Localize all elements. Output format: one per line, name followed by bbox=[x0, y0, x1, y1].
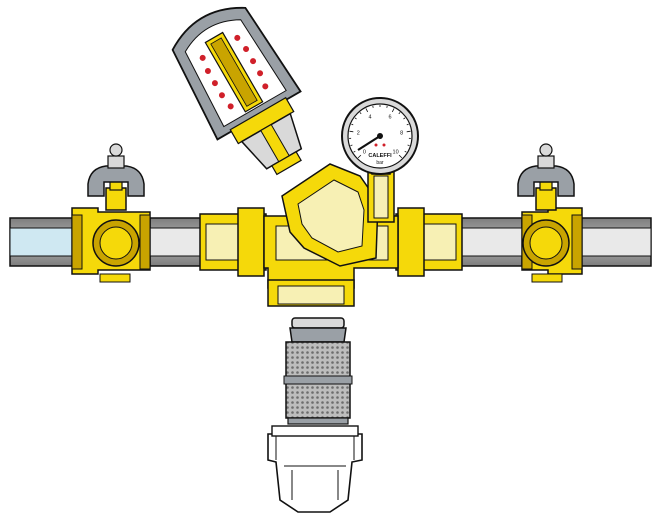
gauge-tick bbox=[398, 112, 401, 115]
gauge-tick bbox=[350, 144, 353, 146]
gauge-brand: CALEFFI bbox=[368, 153, 392, 159]
reducer-cartridge bbox=[171, 6, 303, 176]
pressure-reducer-body bbox=[199, 163, 463, 307]
gauge-tick bbox=[391, 108, 395, 113]
filter-bowl bbox=[267, 425, 363, 513]
gauge-needle bbox=[357, 135, 381, 151]
cartridge-spring bbox=[199, 31, 269, 113]
gauge-unit: bar bbox=[376, 160, 384, 166]
gauge-tick bbox=[353, 150, 356, 153]
gauge-tick bbox=[398, 154, 403, 159]
right-connecting-pipe bbox=[459, 217, 523, 267]
gauge-tick bbox=[406, 123, 409, 126]
gauge-tick bbox=[351, 123, 354, 126]
gauge-scale-label: 2 bbox=[357, 131, 360, 137]
gauge-tick bbox=[403, 117, 406, 120]
gauge-scale-label: 8 bbox=[400, 131, 403, 137]
right-pipe bbox=[569, 217, 652, 267]
gauge-scale-label: 6 bbox=[388, 114, 391, 120]
gauge-tick bbox=[365, 108, 369, 113]
left-ball-valve bbox=[71, 143, 151, 283]
pressure-gauge: 0 2 4 6 8 10 CALEFFI bar bbox=[341, 97, 419, 175]
gauge-tick bbox=[404, 150, 407, 153]
gauge-tick bbox=[406, 130, 411, 133]
left-valve-handle-cap bbox=[87, 165, 145, 197]
right-ball-valve bbox=[517, 143, 583, 283]
gauge-tick bbox=[359, 112, 362, 115]
gauge-scale-label: 10 bbox=[393, 150, 399, 156]
gauge-scale-label: 4 bbox=[368, 114, 371, 120]
gauge-tick bbox=[349, 130, 354, 133]
gauge-scale-label: 0 bbox=[363, 150, 366, 156]
gauge-tick bbox=[407, 144, 410, 146]
gauge-ticks bbox=[349, 105, 411, 159]
right-valve-handle-cap bbox=[517, 165, 575, 197]
gauge-tick bbox=[354, 117, 357, 120]
filter-cartridge bbox=[283, 317, 353, 425]
gauge-scale-labels: 0 2 4 6 8 10 bbox=[357, 114, 403, 155]
gauge-tick bbox=[357, 154, 362, 159]
